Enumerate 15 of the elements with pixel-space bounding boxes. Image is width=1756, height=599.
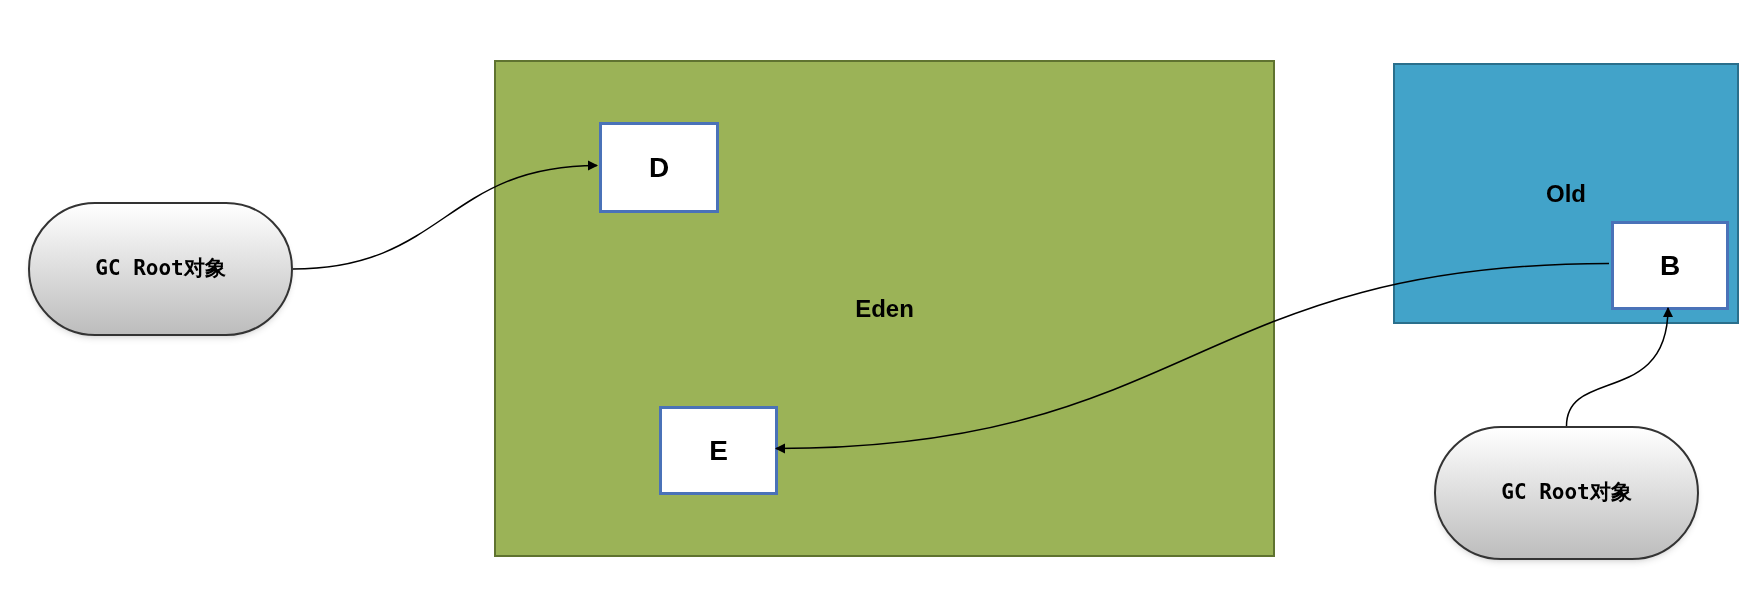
arrow (292, 160, 599, 270)
node-label: B (1659, 248, 1681, 283)
object-box (659, 406, 778, 495)
arrow (774, 262, 1610, 454)
memory-region (1393, 63, 1739, 324)
node-label: D (648, 150, 670, 185)
node-label: GC Root对象 (1501, 479, 1632, 507)
object-box (1611, 221, 1729, 310)
node-label: E (709, 433, 728, 468)
node-label: GC Root对象 (95, 255, 226, 283)
node-label: Eden (855, 293, 914, 324)
object-box (599, 122, 719, 213)
arrow (1565, 306, 1673, 427)
memory-region (494, 60, 1275, 557)
node-label: Old (1546, 178, 1586, 209)
